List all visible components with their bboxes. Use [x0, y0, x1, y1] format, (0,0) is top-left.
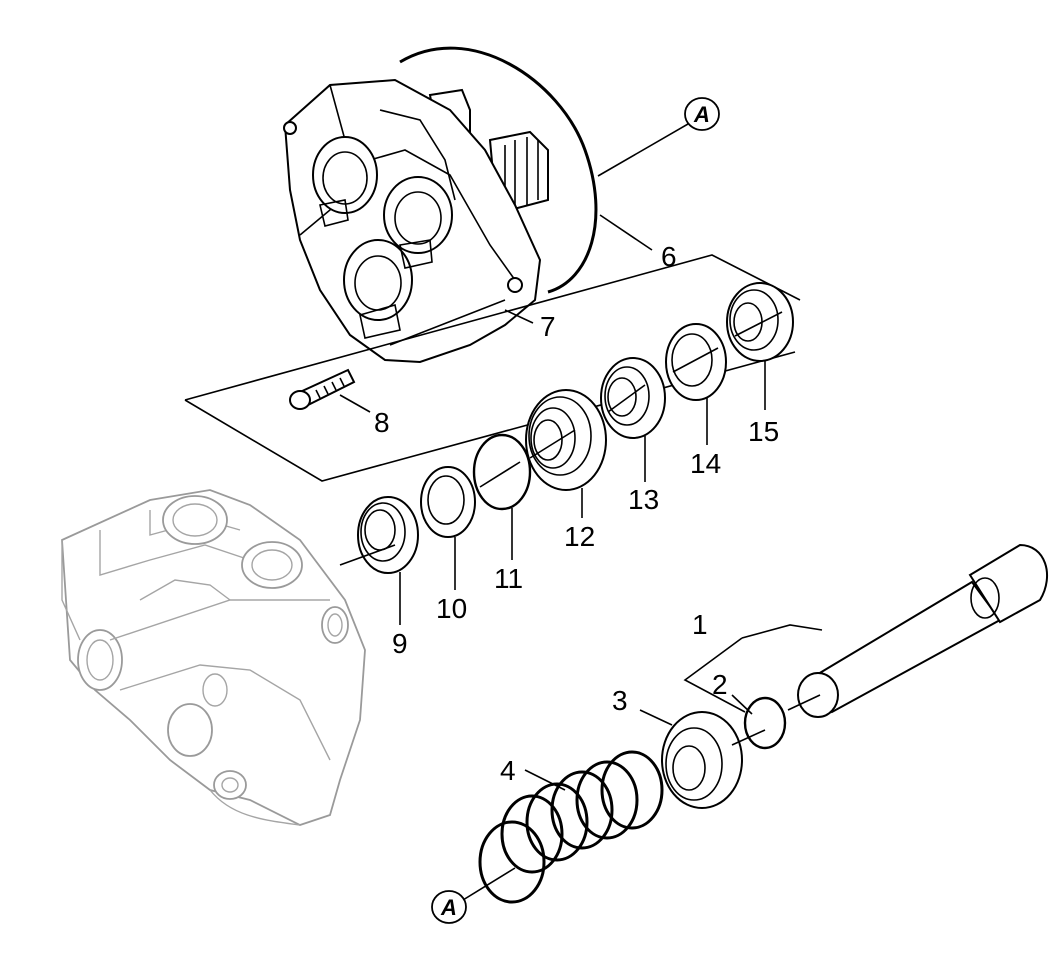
callout-2: 2: [712, 669, 728, 700]
reference-marker-label: A: [440, 895, 457, 920]
callout-14: 14: [690, 448, 721, 479]
callout-3: 3: [612, 685, 628, 716]
piston: [797, 543, 1049, 718]
callout-1: 1: [692, 609, 708, 640]
screw: [289, 368, 356, 410]
callout-13: 13: [628, 484, 659, 515]
callout-11: 11: [494, 563, 523, 594]
cylinder-head: [283, 46, 598, 364]
seal-ring-9: [357, 496, 419, 574]
reference-marker-label: A: [693, 102, 710, 127]
washer-10: [420, 466, 476, 538]
seal-13: [600, 357, 666, 439]
reference-marker-top: A: [684, 97, 720, 131]
callout-10: 10: [436, 593, 467, 624]
o-ring-11: [472, 433, 532, 511]
callout-6: 6: [661, 241, 677, 272]
seal-15: [726, 282, 794, 362]
callout-7: 7: [540, 311, 556, 342]
leader-lines: [339, 123, 823, 901]
pump-housing: [61, 489, 366, 826]
retaining-ring-2: [743, 696, 787, 750]
seal-holder-12: [525, 389, 607, 491]
callout-9: 9: [392, 628, 408, 659]
reference-marker-bottom: A: [431, 890, 467, 924]
spring-4: [478, 750, 664, 904]
spring-plate-3: [661, 711, 743, 809]
washer-14: [665, 323, 727, 401]
callout-12: 12: [564, 521, 595, 552]
callout-15: 15: [748, 416, 779, 447]
callout-4: 4: [500, 755, 516, 786]
callout-8: 8: [374, 407, 390, 438]
